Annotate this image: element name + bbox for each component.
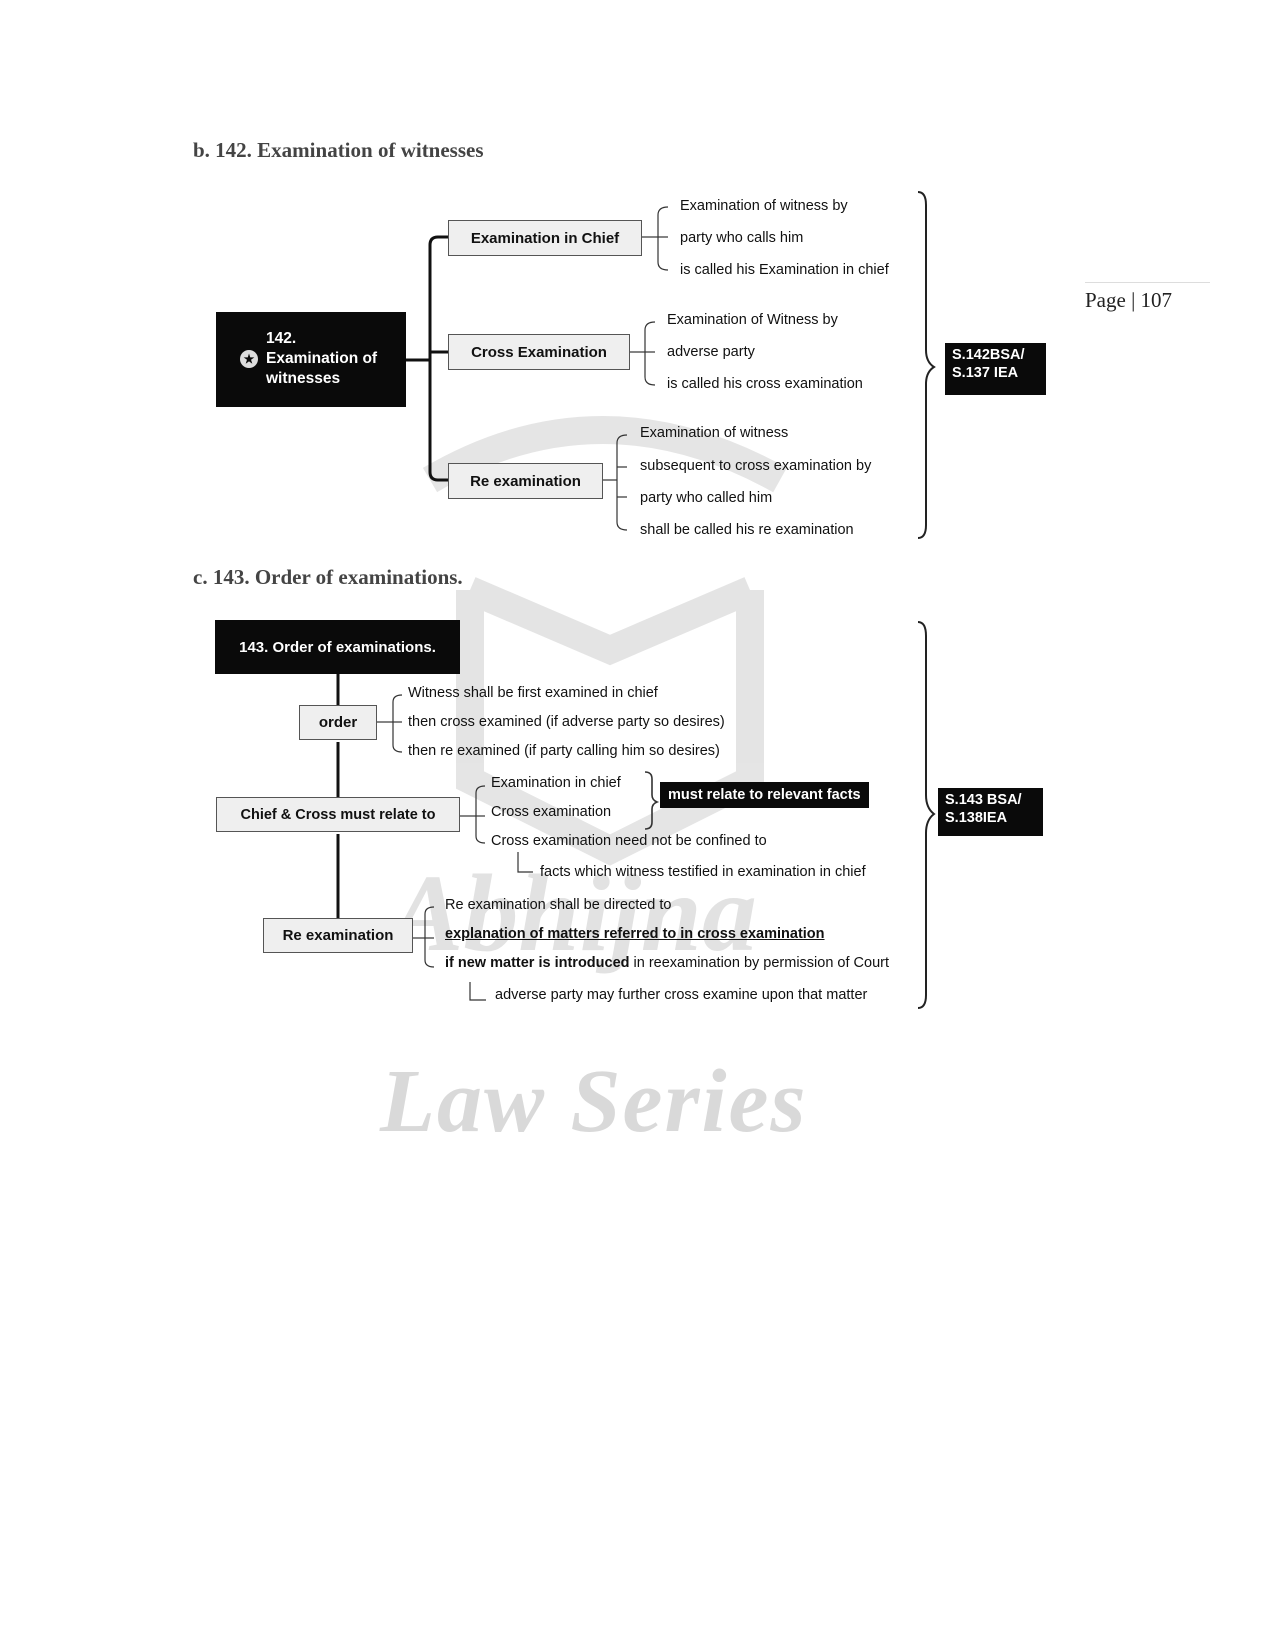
node-re-examination-order: Re examination: [263, 918, 413, 953]
ref-b-line-2: S.137 IEA: [952, 365, 1019, 381]
node-chief-cross-relate: Chief & Cross must relate to: [216, 797, 460, 832]
root-line-1: 142.: [266, 330, 297, 347]
watermark-text-bottom: Law Series: [380, 1052, 808, 1151]
section-c-reference-badge: S.143 BSA/ S.138IEA: [938, 788, 1043, 836]
section-b-reference-badge: S.142BSA/ S.137 IEA: [945, 343, 1046, 395]
chief-cross-item-2: Cross examination: [491, 804, 612, 820]
re-exam-line-2: explanation of matters referred to in cr…: [445, 926, 825, 942]
re-line-3: party who called him: [640, 490, 773, 506]
page-number-rule: [1085, 282, 1210, 283]
section-b-root-node: ★ 142. Examination of witnesses: [216, 312, 406, 407]
relevant-facts-badge: must relate to relevant facts: [660, 782, 869, 808]
section-b-heading: b. 142. Examination of witnesses: [193, 138, 484, 162]
re-exam-line-1: Re examination shall be directed to: [445, 897, 672, 913]
node-cross-examination: Cross Examination: [448, 334, 630, 370]
order-line-3: then re examined (if party calling him s…: [408, 743, 720, 759]
watermark-text-top: Abhijna: [390, 852, 757, 974]
re-line-1: Examination of witness: [640, 425, 789, 441]
re-exam-line-3-bold: if new matter is introduced: [445, 955, 630, 971]
ref-c-line-2: S.138IEA: [945, 810, 1008, 826]
page-number: Page | 107: [1085, 288, 1173, 312]
chief-cross-line-4: facts which witness testified in examina…: [540, 864, 866, 880]
re-exam-line-4: adverse party may further cross examine …: [495, 987, 868, 1003]
cross-line-3: is called his cross examination: [667, 376, 863, 392]
node-order: order: [299, 705, 377, 740]
section-c-heading: c. 143. Order of examinations.: [193, 565, 463, 589]
chief-cross-item-1: Examination in chief: [491, 775, 621, 791]
cross-line-2: adverse party: [667, 344, 755, 360]
star-icon: ★: [240, 350, 258, 368]
chief-line-1: Examination of witness by: [680, 198, 848, 214]
re-line-4: shall be called his re examination: [640, 522, 854, 538]
chief-line-3: is called his Examination in chief: [680, 262, 889, 278]
section-c-root-node: 143. Order of examinations.: [215, 620, 460, 674]
re-line-2: subsequent to cross examination by: [640, 458, 872, 474]
re-exam-line-3-rest: in reexamination by permission of Court: [629, 955, 890, 971]
chief-cross-line-3: Cross examination need not be confined t…: [491, 833, 767, 849]
cross-line-1: Examination of Witness by: [667, 312, 838, 328]
order-line-2: then cross examined (if adverse party so…: [408, 714, 725, 730]
root-line-2: Examination of: [266, 350, 378, 367]
chief-line-2: party who calls him: [680, 230, 804, 246]
node-examination-in-chief: Examination in Chief: [448, 220, 642, 256]
node-re-examination: Re examination: [448, 463, 603, 499]
ref-c-line-1: S.143 BSA/: [945, 792, 1022, 808]
re-exam-line-3: if new matter is introduced in reexamina…: [445, 956, 889, 971]
ref-b-line-1: S.142BSA/: [952, 347, 1025, 363]
root-line-3: witnesses: [266, 370, 341, 387]
order-line-1: Witness shall be first examined in chief: [408, 685, 658, 701]
